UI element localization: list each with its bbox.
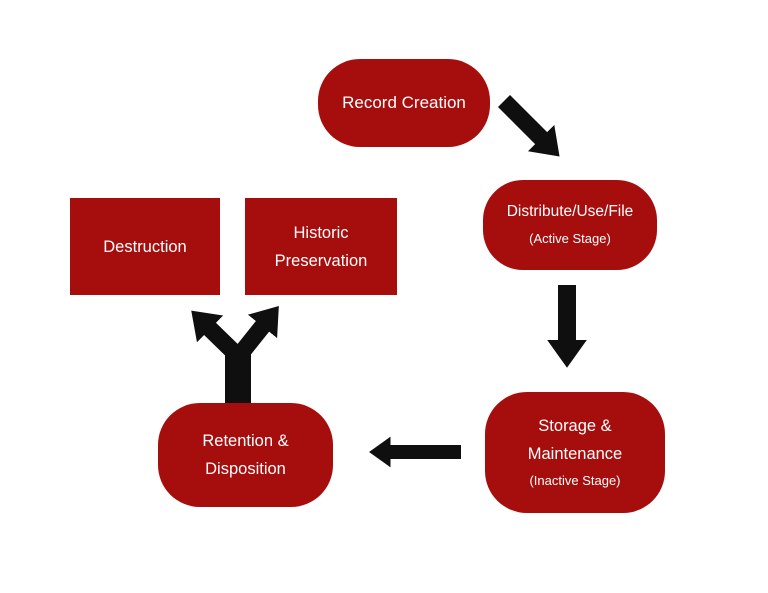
- node-destruction-label: Destruction: [103, 237, 187, 256]
- arrow-retention-fork: [191, 305, 279, 403]
- node-storage-label-line2: Maintenance: [527, 444, 623, 463]
- node-distribute-stage-label: (Active Stage): [529, 231, 611, 246]
- node-historic-label-line1: Historic: [293, 223, 349, 242]
- node-destruction: Destruction: [70, 198, 220, 295]
- node-storage-stage-label: (Inactive Stage): [529, 472, 621, 488]
- node-record-creation-label: Record Creation: [342, 93, 466, 112]
- node-retention-disposition: Retention & Disposition: [158, 403, 333, 507]
- node-distribute-use-file: Distribute/Use/File (Active Stage): [483, 180, 657, 270]
- node-retention-label-line2: Disposition: [205, 460, 286, 478]
- arrow-record-to-distribute: [497, 94, 560, 157]
- node-storage-label-line1: Storage &: [538, 416, 612, 435]
- node-storage-maintenance: Storage & Maintenance (Inactive Stage): [485, 392, 665, 513]
- node-record-creation: Record Creation: [318, 59, 490, 147]
- node-distribute-label: Distribute/Use/File: [506, 203, 634, 220]
- node-retention-label-line1: Retention &: [202, 432, 289, 450]
- node-historic-label-line2: Preservation: [274, 251, 368, 270]
- node-historic-preservation: Historic Preservation: [245, 198, 397, 295]
